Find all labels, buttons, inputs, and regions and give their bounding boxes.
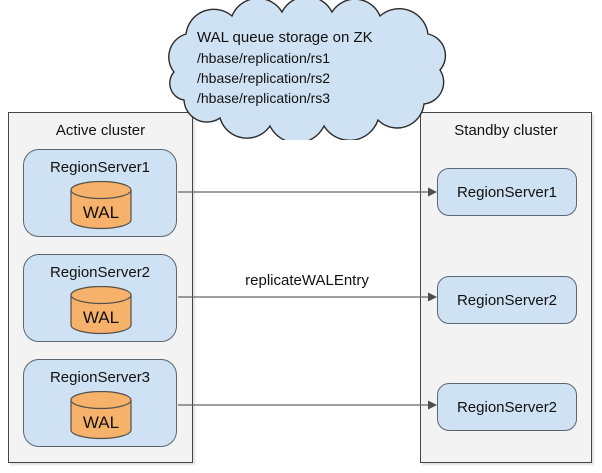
zk-cloud-text: WAL queue storage on ZK /hbase/replicati… (197, 27, 373, 108)
regionserver-label: RegionServer3 (49, 369, 151, 386)
active-regionserver-1: RegionServer1 WAL (23, 149, 177, 237)
replication-arrow-2 (178, 292, 437, 302)
wal-cylinder-icon: WAL (70, 391, 132, 440)
zk-path-rs1: /hbase/replication/rs1 (197, 50, 331, 66)
zk-path-rs2: /hbase/replication/rs2 (197, 70, 331, 86)
zk-path-rs3: /hbase/replication/rs3 (197, 90, 331, 106)
standby-cluster-title: Standby cluster (454, 122, 558, 139)
regionserver-label: RegionServer1 (49, 159, 151, 176)
wal-cylinder-icon: WAL (70, 181, 132, 230)
zk-cloud-icon (168, 0, 447, 140)
active-cluster-title: Active cluster (55, 122, 146, 139)
active-regionserver-3: RegionServer3 WAL (23, 359, 177, 447)
standby-regionserver-3: RegionServer2 (437, 383, 577, 431)
replicate-wal-entry-label: replicateWALEntry (245, 272, 369, 289)
standby-regionserver-2: RegionServer2 (437, 276, 577, 324)
wal-label: WAL (83, 308, 119, 327)
zk-cloud-title: WAL queue storage on ZK (197, 29, 373, 46)
active-cluster-panel: Active cluster RegionServer1 WAL RegionS… (8, 112, 193, 463)
standby-cluster-panel: Standby cluster RegionServer1 RegionServ… (420, 112, 592, 463)
wal-label: WAL (83, 413, 119, 432)
wal-label: WAL (83, 203, 119, 222)
wal-cylinder-icon: WAL (70, 286, 132, 335)
active-regionserver-2: RegionServer2 WAL (23, 254, 177, 342)
regionserver-label: RegionServer2 (49, 264, 151, 281)
replication-arrow-1 (178, 187, 437, 197)
standby-regionserver-1: RegionServer1 (437, 168, 577, 216)
replication-arrow-3 (178, 400, 437, 410)
